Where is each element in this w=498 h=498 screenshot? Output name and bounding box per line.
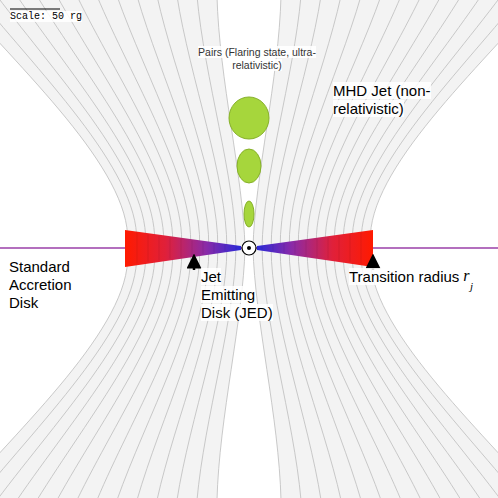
field-line — [97, 0, 191, 248]
pair-blob — [237, 149, 261, 183]
field-line — [334, 248, 461, 498]
pair-blob — [244, 201, 254, 227]
field-line — [0, 0, 128, 248]
field-line — [262, 248, 301, 498]
field-line — [137, 248, 209, 498]
field-line — [307, 0, 401, 248]
field-line — [334, 0, 461, 248]
scale-label: Scale: 50 rg — [10, 11, 130, 23]
field-line — [370, 0, 498, 248]
field-line — [17, 0, 155, 248]
label-text: Jet Emitting Disk (JED) — [201, 268, 273, 321]
field-line — [370, 248, 498, 498]
jed-disk-left — [125, 230, 241, 267]
jet-region — [0, 0, 245, 248]
transition-label: Transition radius — [349, 268, 459, 286]
field-line — [361, 0, 498, 248]
field-line — [37, 0, 164, 248]
label-text: Scale: 50 rg — [10, 11, 82, 22]
field-line — [289, 248, 361, 498]
field-line — [77, 0, 182, 248]
field-line — [352, 248, 498, 498]
field-line — [325, 248, 441, 498]
black-hole-dot — [247, 246, 251, 250]
field-line — [361, 248, 498, 498]
jet-region — [253, 248, 498, 498]
field-line — [316, 248, 421, 498]
scale-bar — [10, 9, 60, 10]
field-line — [137, 0, 209, 248]
radius-symbol: r — [463, 267, 469, 285]
field-line — [352, 0, 498, 248]
field-line — [343, 248, 481, 498]
field-line — [0, 248, 128, 498]
disk-stripes — [137, 233, 361, 264]
label-text: j — [470, 280, 473, 292]
field-line — [77, 248, 182, 498]
field-line — [325, 0, 441, 248]
field-line — [57, 248, 173, 498]
radius-subscript: j — [470, 277, 473, 295]
field-line — [0, 0, 146, 248]
field-line — [253, 248, 281, 498]
jed-label: Jet Emitting Disk (JED) — [201, 268, 273, 322]
field-line — [0, 248, 146, 498]
field-line — [0, 248, 137, 498]
field-line — [271, 248, 321, 498]
jet-region — [253, 0, 498, 248]
field-line — [343, 0, 481, 248]
disk-label: Standard Accretion Disk — [9, 258, 91, 312]
label-text: r — [463, 267, 469, 284]
label-text: Transition radius — [349, 268, 459, 285]
field-line — [57, 0, 173, 248]
field-line — [0, 0, 137, 248]
field-line — [289, 0, 361, 248]
label-text: Pairs (Flaring state, ultra-relativistic… — [198, 46, 316, 71]
field-line — [316, 0, 421, 248]
pointer-arrow — [193, 261, 196, 270]
field-line — [271, 0, 321, 248]
black-hole — [242, 241, 256, 255]
jet-label: MHD Jet (non-relativistic) — [333, 82, 483, 118]
label-text: Standard Accretion Disk — [9, 258, 72, 311]
jed-disk-right — [257, 230, 373, 267]
pair-blob — [229, 97, 269, 139]
field-line — [177, 0, 227, 248]
pairs-label: Pairs (Flaring state, ultra-relativistic… — [196, 46, 318, 72]
label-text: MHD Jet (non-relativistic) — [333, 82, 431, 117]
